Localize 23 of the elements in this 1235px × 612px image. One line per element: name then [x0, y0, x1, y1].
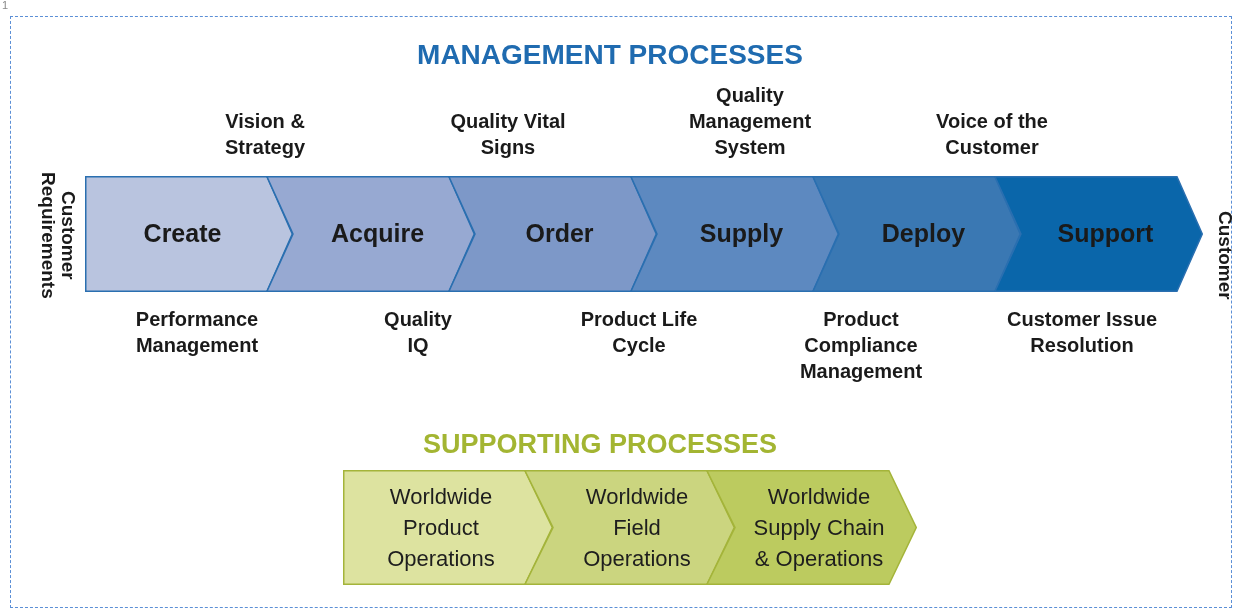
stage-label: Worldwide Field Operations: [582, 483, 692, 573]
annotation-label: Product Life Cycle: [579, 307, 699, 358]
stage-label: Supply: [699, 218, 784, 250]
stage-label: Support: [1057, 218, 1154, 250]
annotation-label: Customer: [1214, 209, 1235, 302]
page-number: 1: [2, 0, 10, 11]
annotation-label: Vision & Strategy: [224, 109, 306, 160]
stage-label: Create: [143, 218, 222, 250]
annotation-label: Voice of the Customer: [935, 109, 1049, 160]
stage-label: Worldwide Product Operations: [386, 483, 496, 573]
stage-label: Order: [525, 218, 594, 250]
annotation-label: Quality IQ: [383, 307, 453, 358]
annotation-label: Quality Management System: [687, 83, 813, 160]
stage-label: Worldwide Supply Chain & Operations: [752, 483, 886, 573]
title: MANAGEMENT PROCESSES: [416, 38, 804, 72]
stage-label: Deploy: [881, 218, 966, 250]
annotation-label: Customer Requirements: [37, 170, 78, 301]
section-heading: SUPPORTING PROCESSES: [421, 428, 779, 461]
annotation-label: Quality Vital Signs: [449, 109, 567, 160]
stage-label: Acquire: [330, 218, 425, 250]
annotation-label: Customer Issue Resolution: [1005, 307, 1159, 358]
annotation-label: Performance Management: [134, 307, 260, 358]
annotation-label: Product Compliance Management: [798, 307, 924, 384]
